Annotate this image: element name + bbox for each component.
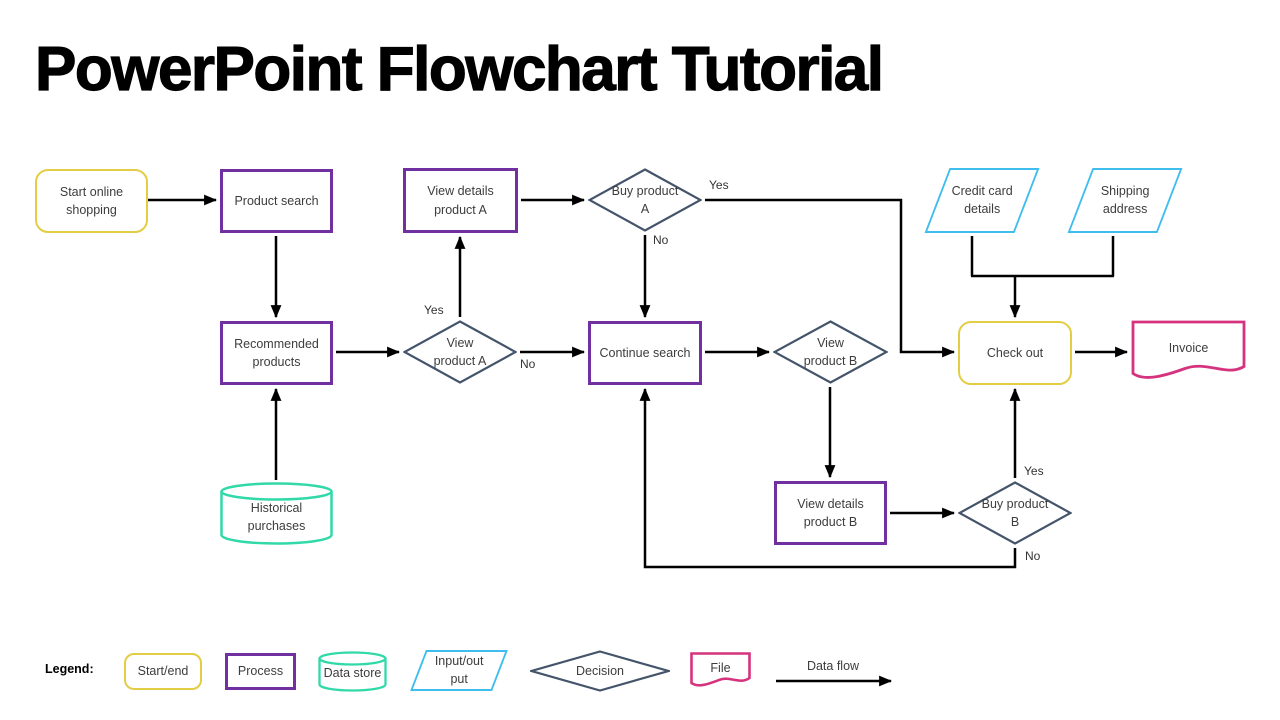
- node-label: Check out: [986, 345, 1044, 360]
- node-continue-search: Continue search: [588, 321, 702, 385]
- diamond-shape: [403, 320, 517, 384]
- legend-item-label: File: [710, 661, 731, 676]
- node-label: Shipping address: [1100, 184, 1150, 217]
- node-label: Start online shopping: [59, 184, 124, 217]
- legend-item-label: Process: [237, 664, 284, 679]
- node-view-details-product-b: View details product B: [774, 481, 887, 545]
- node-invoice: Invoice: [1131, 320, 1246, 385]
- edge-label-view-a-no: No: [520, 357, 536, 371]
- node-historical-purchases: Historical purchases: [220, 482, 333, 545]
- node-view-details-product-a: View details product A: [403, 168, 518, 233]
- legend-item-label: Start/end: [137, 664, 189, 679]
- edge-label-buy-a-no: No: [653, 233, 669, 247]
- page-title: PowerPoint Flowchart Tutorial: [34, 34, 884, 104]
- diamond-shape: [588, 168, 702, 232]
- cylinder-shape: [220, 482, 333, 545]
- legend-item-data-store: Data store: [318, 651, 387, 692]
- legend-item-data-flow: Data flow: [806, 659, 860, 673]
- legend-item-label: Data store: [323, 666, 382, 681]
- node-label: Product search: [234, 193, 319, 208]
- legend-title: Legend:: [45, 662, 94, 676]
- node-label: View details product A: [427, 184, 494, 217]
- node-label: Buy product A: [611, 183, 679, 216]
- diamond-shape: [958, 481, 1072, 545]
- cylinder-shape: [318, 651, 387, 692]
- file-shape: [1131, 320, 1246, 379]
- node-label: Credit card details: [951, 184, 1013, 217]
- node-label: View product A: [433, 335, 487, 368]
- legend-item-label: Decision: [576, 663, 624, 678]
- file-shape: [690, 652, 751, 687]
- legend-item-start-end: Start/end: [124, 653, 202, 690]
- node-label: Continue search: [599, 345, 691, 360]
- edge-buy-a-yes: [705, 198, 956, 358]
- node-label: Invoice: [1168, 341, 1209, 356]
- node-check-out: Check out: [958, 321, 1072, 385]
- edge-label-view-a-yes: Yes: [424, 303, 444, 317]
- node-label: View product B: [803, 335, 858, 368]
- node-label: Recommended products: [234, 336, 319, 369]
- edge-label-buy-b-yes: Yes: [1024, 464, 1044, 478]
- node-start-online-shopping: Start online shopping: [35, 169, 148, 233]
- node-recommended-products: Recommended products: [220, 321, 333, 385]
- legend-item-decision: Decision: [530, 650, 670, 692]
- node-label: View details product B: [797, 496, 864, 529]
- diamond-shape: [773, 320, 888, 384]
- legend-item-input-output: Input/out put: [410, 650, 508, 691]
- edge-label-buy-a-yes: Yes: [709, 178, 729, 192]
- edge-buy-b-no: [639, 387, 1017, 569]
- diamond-shape: [530, 650, 670, 692]
- node-view-product-b: View product B: [773, 320, 888, 384]
- node-buy-product-b: Buy product B: [958, 481, 1072, 545]
- legend-item-process: Process: [225, 653, 296, 690]
- legend-item-label: Input/out put: [434, 654, 484, 687]
- node-product-search: Product search: [220, 169, 333, 233]
- node-label: Historical purchases: [247, 500, 306, 533]
- node-buy-product-a: Buy product A: [588, 168, 702, 232]
- edge-label-buy-b-no: No: [1025, 549, 1041, 563]
- legend-item-file: File: [690, 652, 751, 690]
- node-view-product-a: View product A: [403, 320, 517, 384]
- node-label: Buy product B: [981, 496, 1049, 529]
